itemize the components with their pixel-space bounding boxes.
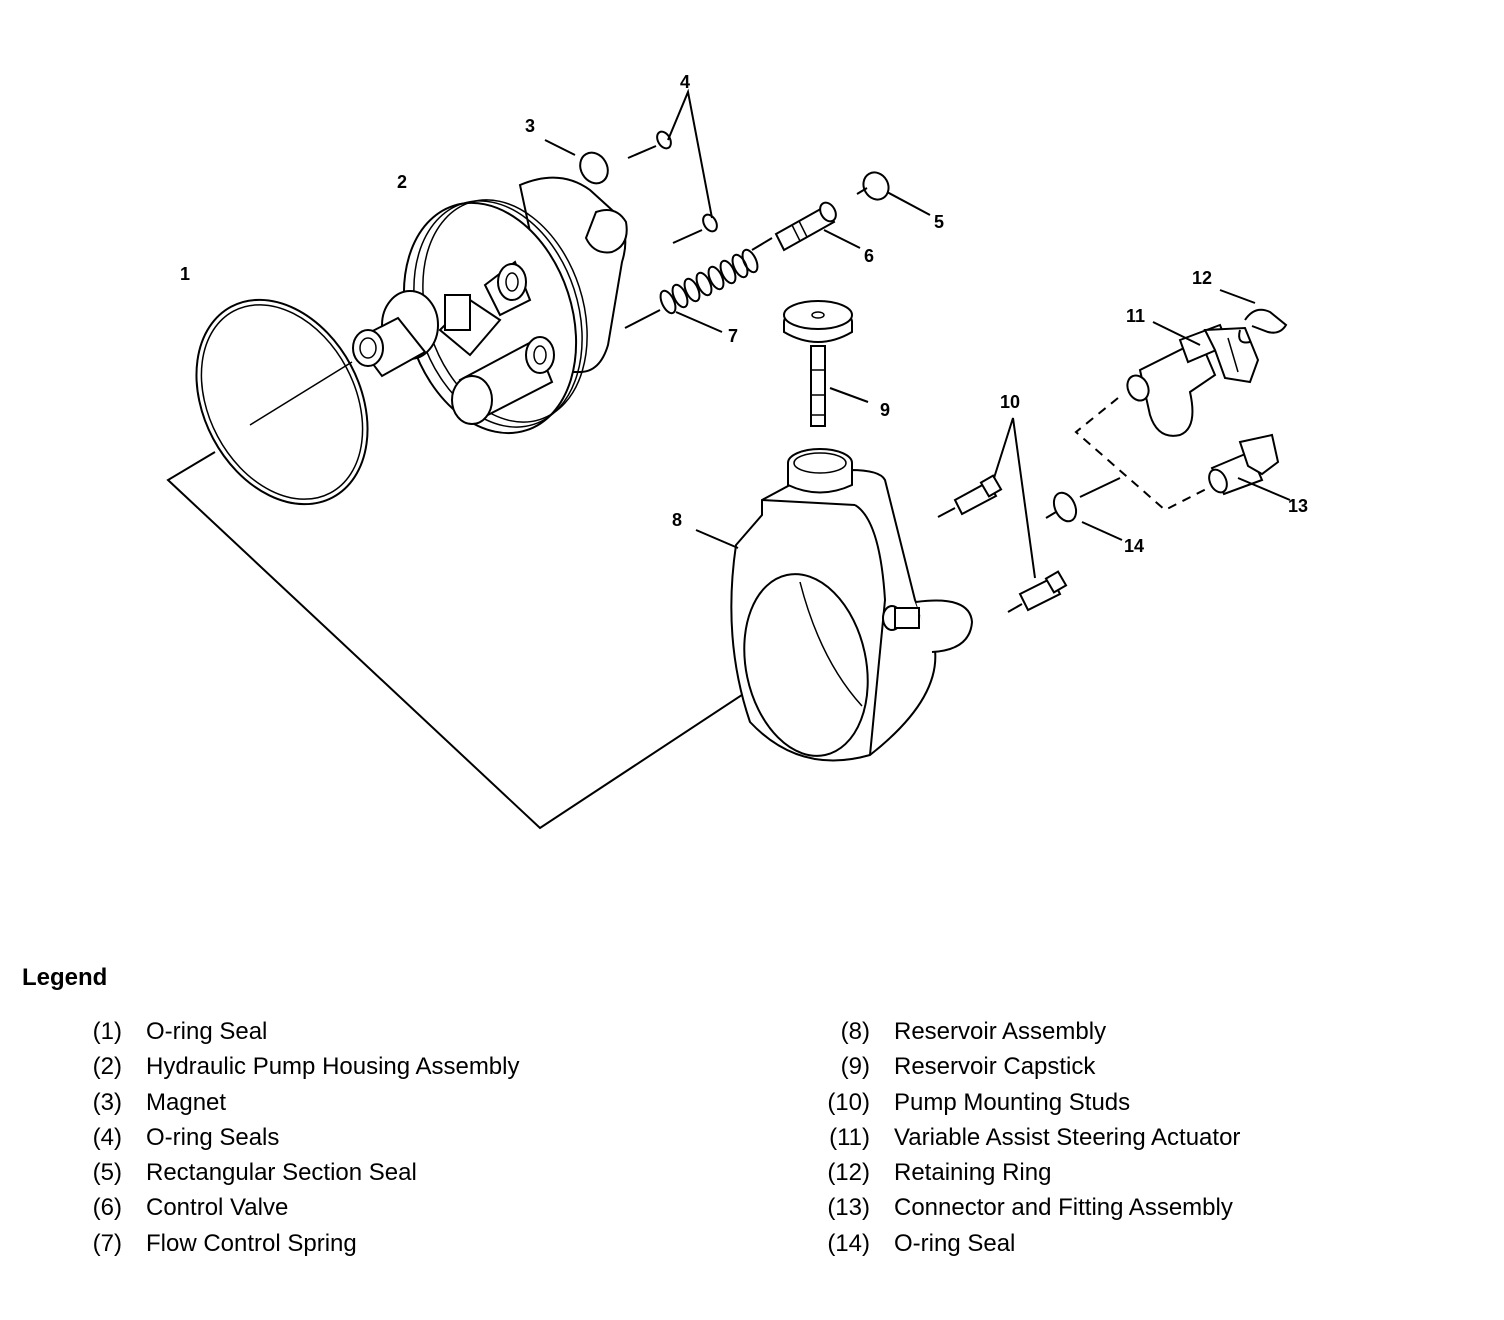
- legend-item-name: Pump Mounting Studs: [894, 1088, 1131, 1116]
- part-mounting-studs-10: [937, 417, 1068, 613]
- legend-item-name: Reservoir Capstick: [894, 1053, 1096, 1081]
- assembly-bracket-line: [166, 451, 796, 830]
- part-reservoir-capstick-9: [783, 300, 869, 427]
- legend-item-name: Flow Control Spring: [146, 1229, 357, 1257]
- callout-8: 8: [672, 510, 682, 530]
- callout-3: 3: [525, 116, 535, 136]
- callout-12: 12: [1192, 268, 1212, 288]
- legend-item-number: (11): [829, 1123, 870, 1151]
- callout-10: 10: [1000, 392, 1020, 412]
- legend-item-number: (3): [92, 1088, 122, 1116]
- part-magnet-3: [544, 139, 609, 185]
- legend-item-number: (5): [92, 1159, 122, 1187]
- part-o-ring-seal-14: [1045, 477, 1123, 541]
- legend-column-right: (8) Reservoir Assembly (9) Reservoir Capst…: [816, 1014, 1240, 1261]
- legend-item-number: (7): [92, 1229, 122, 1257]
- legend-item-number: (14): [827, 1229, 870, 1257]
- legend-item: (7) Flow Control Spring: [80, 1226, 520, 1261]
- legend-item: (4) O-ring Seals: [80, 1120, 520, 1155]
- callout-2: 2: [397, 172, 407, 192]
- legend-item-name: Connector and Fitting Assembly: [894, 1194, 1233, 1222]
- legend-item-name: O-ring Seal: [894, 1229, 1016, 1257]
- legend-item: (11) Variable Assist Steering Actuator: [816, 1120, 1240, 1155]
- part-steering-actuator-11: [1126, 321, 1260, 437]
- legend-title: Legend: [22, 964, 108, 991]
- callout-11: 11: [1126, 306, 1145, 326]
- legend-item: (9) Reservoir Capstick: [816, 1049, 1240, 1084]
- part-connector-fitting-13: [1208, 433, 1291, 501]
- legend-item: (6) Control Valve: [80, 1190, 520, 1225]
- legend-item: (14) O-ring Seal: [816, 1226, 1240, 1261]
- legend-item-name: Variable Assist Steering Actuator: [894, 1123, 1241, 1151]
- legend-item: (1) O-ring Seal: [80, 1014, 520, 1049]
- legend-item-number: (1): [92, 1018, 122, 1045]
- exploded-view-diagram: 1 2 3 4 5 6 7 8 9 10 11 12 13 14: [166, 72, 1308, 830]
- legend-item-name: Reservoir Assembly: [894, 1018, 1107, 1045]
- legend-item: (12) Retaining Ring: [816, 1155, 1240, 1190]
- legend-item-name: Hydraulic Pump Housing Assembly: [146, 1053, 520, 1081]
- legend-item-number: (6): [92, 1194, 122, 1222]
- legend-item-number: (4): [92, 1123, 122, 1151]
- legend-item-name: O-ring Seal: [146, 1018, 268, 1045]
- legend-item: (10) Pump Mounting Studs: [816, 1085, 1240, 1120]
- part-o-ring-seal-1: [195, 298, 369, 506]
- callout-4: 4: [680, 72, 690, 92]
- callout-13: 13: [1288, 496, 1308, 516]
- legend-column-left: (1) O-ring Seal (2) Hydraulic Pump Housing…: [80, 1014, 520, 1261]
- legend-item-name: Rectangular Section Seal: [146, 1159, 417, 1187]
- legend-item-number: (9): [840, 1053, 870, 1081]
- legend-item-number: (13): [827, 1194, 870, 1222]
- legend-item-number: (8): [840, 1018, 870, 1045]
- callout-14: 14: [1124, 536, 1144, 556]
- dashed-assembly-line: [1074, 397, 1213, 512]
- legend-item: (2) Hydraulic Pump Housing Assembly: [80, 1049, 520, 1084]
- legend-item-name: Retaining Ring: [894, 1159, 1052, 1187]
- part-pump-housing-2: [352, 176, 628, 435]
- callout-7: 7: [728, 326, 738, 346]
- legend-item-number: (10): [827, 1088, 870, 1116]
- legend-item: (3) Magnet: [80, 1085, 520, 1120]
- part-retaining-ring-12: [1219, 289, 1288, 344]
- callout-9: 9: [880, 400, 890, 420]
- callout-1: 1: [180, 264, 190, 284]
- part-rectangular-seal-5: [856, 171, 931, 216]
- callout-6: 6: [864, 246, 874, 266]
- legend-item-name: O-ring Seals: [146, 1123, 280, 1151]
- part-flow-control-spring-7: [624, 248, 759, 333]
- legend-item: (5) Rectangular Section Seal: [80, 1155, 520, 1190]
- legend-item-number: (2): [92, 1053, 122, 1081]
- part-control-valve-6: [751, 201, 861, 252]
- legend-item: (8) Reservoir Assembly: [816, 1014, 1240, 1049]
- legend-item-name: Magnet: [146, 1088, 227, 1116]
- part-o-ring-seals-4: [627, 88, 718, 244]
- part-reservoir-assembly-8: [695, 448, 974, 762]
- legend-item-number: (12): [827, 1159, 870, 1187]
- legend-item-name: Control Valve: [146, 1194, 289, 1222]
- callout-5: 5: [934, 212, 944, 232]
- legend-item: (13) Connector and Fitting Assembly: [816, 1190, 1240, 1225]
